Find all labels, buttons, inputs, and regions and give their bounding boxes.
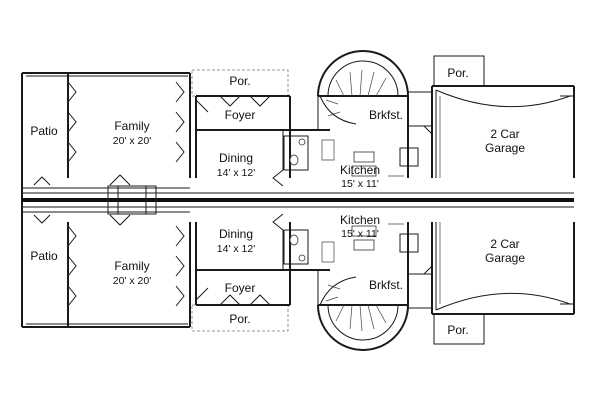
party-wall (22, 187, 574, 213)
top-kitchen-dims: 15' x 11' (341, 178, 379, 190)
bottom-garage-porch-label: Por. (447, 323, 468, 337)
walls (21, 55, 575, 345)
bottom-breakfast-label: Brkfst. (369, 278, 403, 292)
top-garage-label-2: Garage (485, 141, 525, 155)
top-dining-dims: 14' x 12' (217, 167, 255, 179)
top-unit-labels: Patio Family 20' x 20' Por. Foyer Dining… (30, 66, 525, 190)
bottom-dining-label: Dining (219, 227, 253, 241)
bottom-kitchen-label: Kitchen (340, 213, 380, 227)
top-patio-label: Patio (30, 124, 58, 138)
bottom-unit-labels: Patio Family 20' x 20' Por. Foyer Dining… (30, 213, 525, 337)
bottom-dining-dims: 14' x 12' (217, 243, 255, 255)
bottom-foyer-label: Foyer (225, 281, 256, 295)
top-family-label: Family (114, 119, 149, 133)
top-garage-label: 2 Car (490, 127, 519, 141)
bottom-garage-label-2: Garage (485, 251, 525, 265)
windows (33, 81, 271, 307)
bottom-garage-label: 2 Car (490, 237, 519, 251)
spiral-stairs (317, 50, 409, 351)
top-dining-label: Dining (219, 151, 253, 165)
top-kitchen-label: Kitchen (340, 163, 380, 177)
bottom-porch-label: Por. (229, 312, 250, 326)
bottom-patio-label: Patio (30, 249, 58, 263)
top-breakfast-label: Brkfst. (369, 108, 403, 122)
bottom-kitchen-dims: 15' x 11' (341, 228, 379, 240)
bottom-family-dims: 20' x 20' (113, 275, 151, 287)
fixtures (272, 125, 433, 275)
top-porch-label: Por. (229, 74, 250, 88)
bottom-family-label: Family (114, 259, 149, 273)
top-foyer-label: Foyer (225, 108, 256, 122)
top-garage-porch-label: Por. (447, 66, 468, 80)
top-family-dims: 20' x 20' (113, 135, 151, 147)
